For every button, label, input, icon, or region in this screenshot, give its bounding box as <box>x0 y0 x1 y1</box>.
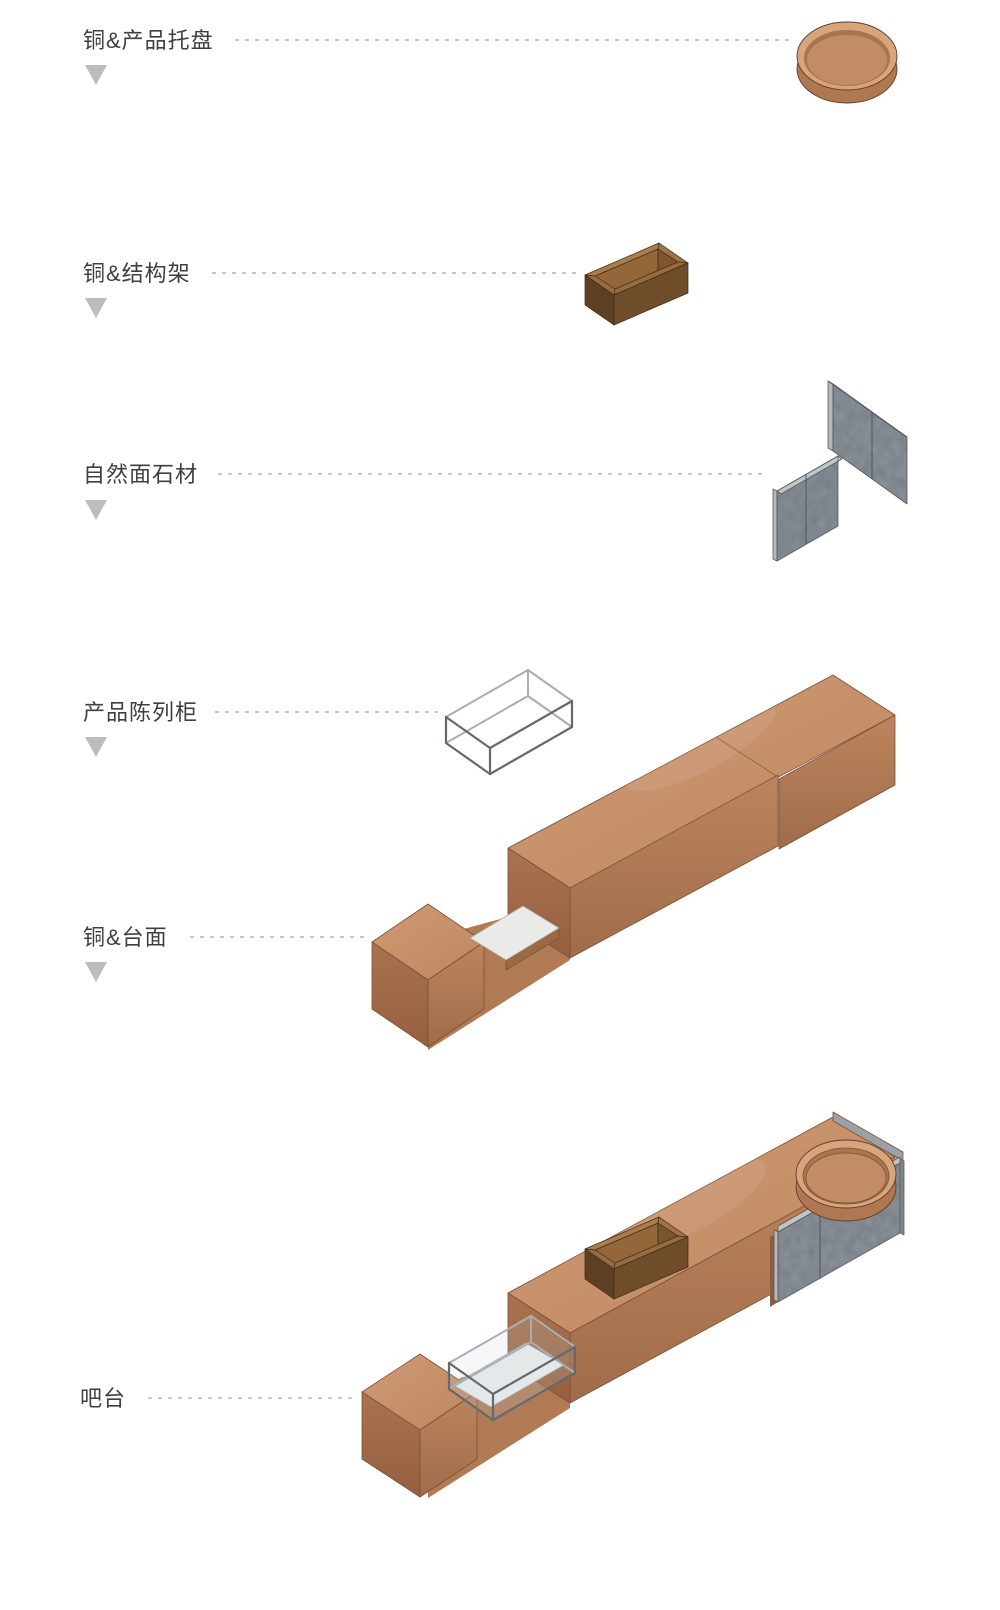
stone-right-edge-strip <box>827 380 834 452</box>
legend-item-copper-structural-frame: 铜&结构架 <box>83 261 580 318</box>
label-natural-face-stone: 自然面石材 <box>83 462 198 487</box>
label-copper-product-tray: 铜&产品托盘 <box>83 28 214 53</box>
label-bar-counter: 吧台 <box>80 1386 126 1411</box>
copper-product-tray-3d <box>796 21 898 104</box>
down-triangle-icon <box>85 737 107 757</box>
label-copper-countertop: 铜&台面 <box>83 925 168 950</box>
assembly-display-case <box>447 1314 577 1422</box>
counter-notch-platform <box>469 905 560 961</box>
stone-outline <box>776 455 839 562</box>
copper-countertop-3d <box>371 674 896 1050</box>
legend-item-product-display-cabinet: 产品陈列柜 <box>83 700 438 757</box>
stone-outline <box>832 383 908 505</box>
label-copper-structural-frame: 铜&结构架 <box>83 261 191 286</box>
bar-counter-assembly-3d <box>361 1111 905 1498</box>
legend: 铜&产品托盘 铜&结构架 自然面石材 产品陈列柜 铜&台面 吧台 <box>80 28 792 1411</box>
stone-panel-right <box>833 384 907 504</box>
natural-stone-3d <box>772 380 908 562</box>
counter-top-seam <box>715 736 779 778</box>
down-triangle-icon <box>85 298 107 318</box>
down-triangle-icon <box>85 500 107 520</box>
counter-highlight <box>623 698 777 792</box>
assembly-cube-right-face <box>419 1391 478 1498</box>
counter-bar-front-right <box>778 714 896 850</box>
tray-object <box>796 21 898 104</box>
down-triangle-icon <box>85 65 107 85</box>
display-cabinet-wireframe-3d <box>444 668 574 776</box>
label-product-display-cabinet: 产品陈列柜 <box>83 700 198 725</box>
down-triangle-icon <box>85 962 107 982</box>
assembly-case-glass-tint <box>450 1316 572 1420</box>
assembly-tray <box>795 1139 897 1222</box>
assembly-stone-left-strip <box>773 1229 779 1303</box>
legend-item-copper-countertop: 铜&台面 <box>83 925 366 982</box>
frame-object <box>584 242 689 326</box>
stone-left-edge-strip <box>772 488 778 562</box>
legend-item-bar-counter: 吧台 <box>80 1386 356 1411</box>
legend-item-copper-product-tray: 铜&产品托盘 <box>83 28 792 85</box>
legend-item-natural-face-stone: 自然面石材 <box>83 462 768 520</box>
copper-structural-frame-3d <box>584 242 689 326</box>
counter-cube-right-face <box>427 941 485 1048</box>
stone-panel-left <box>777 456 838 561</box>
cabinet-wireframe <box>444 668 574 776</box>
